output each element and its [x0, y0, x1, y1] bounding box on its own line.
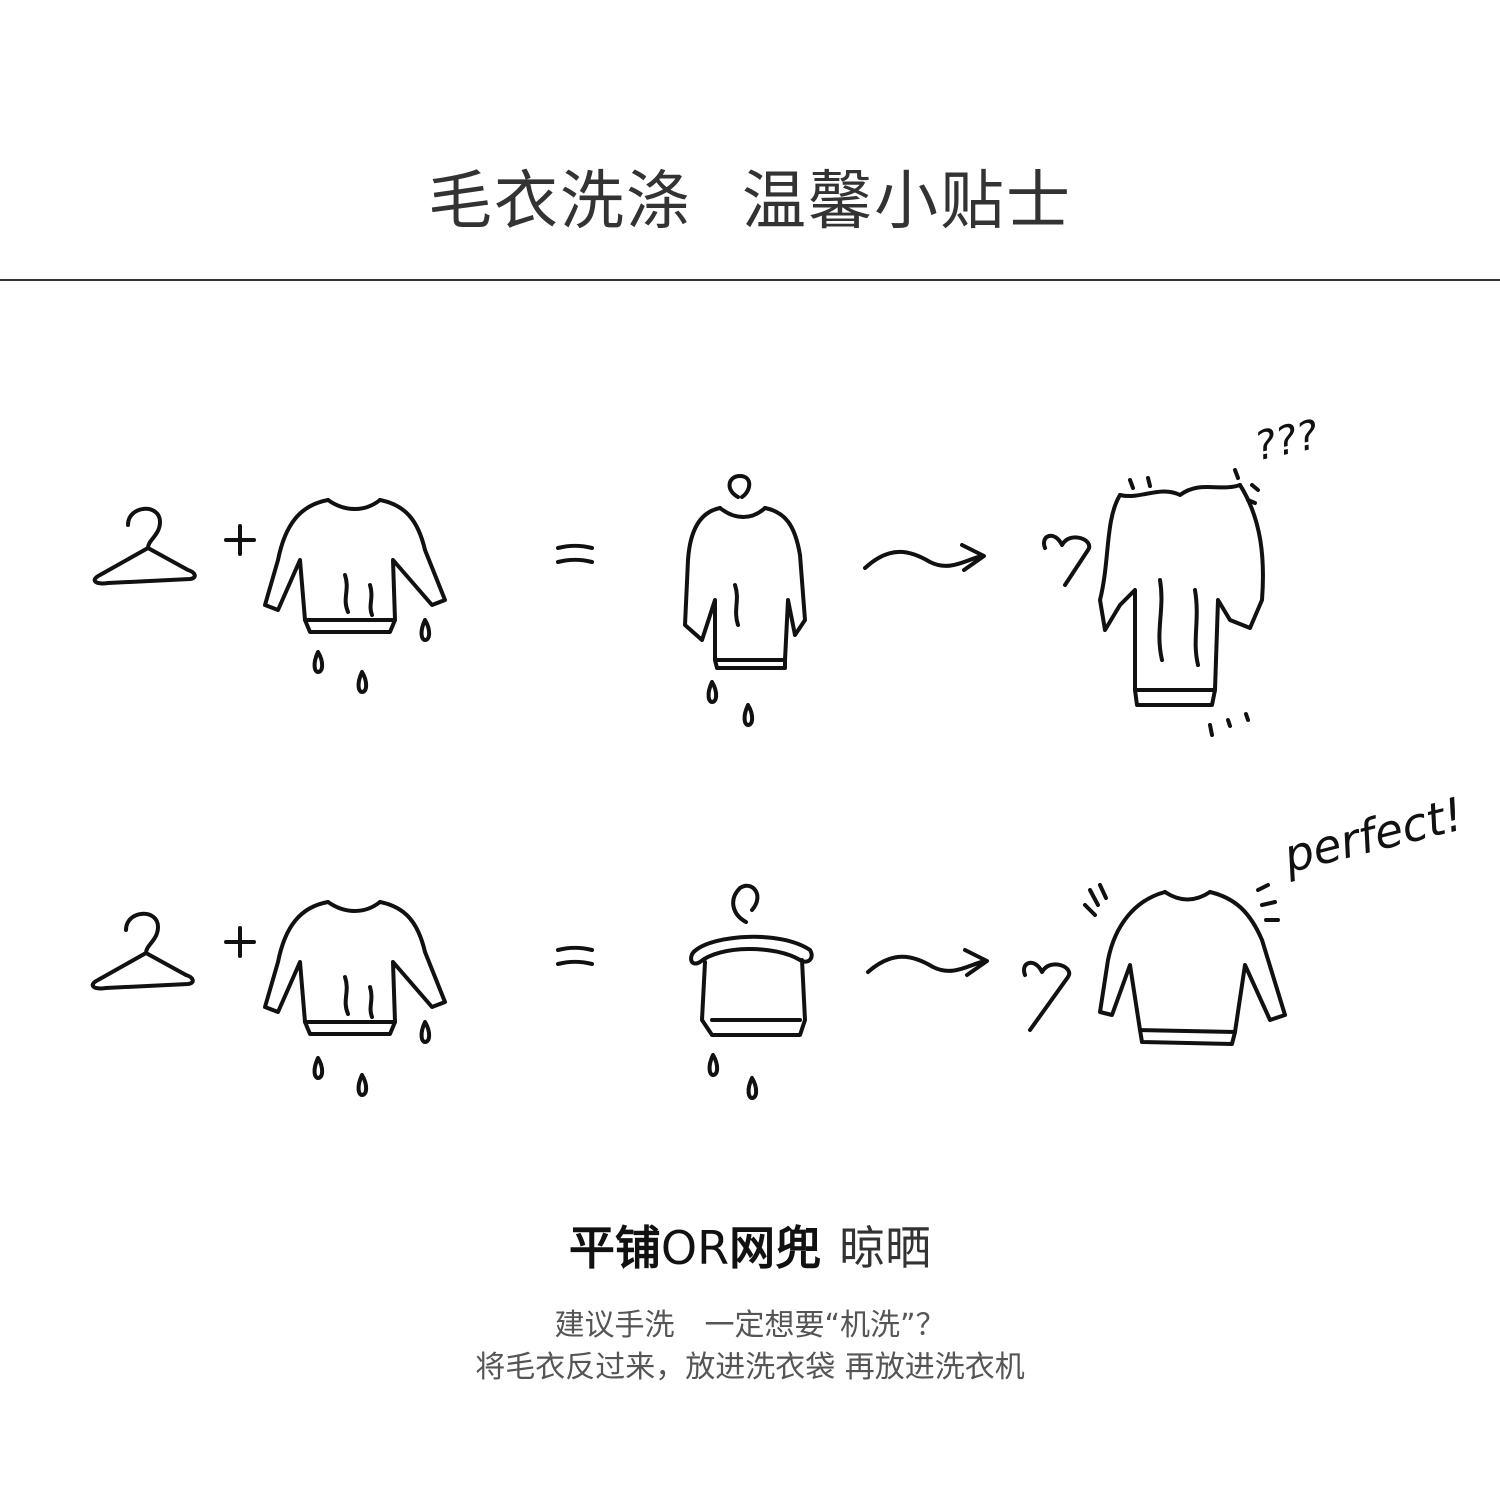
wet-sweater-icon — [263, 498, 447, 634]
arrow-icon — [866, 948, 989, 977]
title-divider — [0, 279, 1500, 281]
hanger-icon — [90, 911, 195, 991]
machinewash-text: 一定想要“机洗”？ — [704, 1308, 946, 1343]
plus-icon — [224, 926, 256, 958]
equals-icon — [556, 543, 594, 564]
title-right: 温馨小贴士 — [742, 165, 1072, 239]
instruction-line-1: 建议手洗一定想要“机洗”？ — [0, 1300, 1500, 1344]
water-drop-icon — [706, 680, 755, 727]
heading-dry: 晾晒 — [839, 1221, 932, 1275]
heading-or: OR — [660, 1221, 730, 1275]
title-left: 毛衣洗涤 — [428, 165, 692, 239]
hanger-icon — [92, 506, 197, 586]
equals-icon — [556, 945, 594, 966]
water-drop-icon — [312, 1020, 432, 1097]
heading-net: 网兜 — [729, 1221, 822, 1275]
folded-sweater-icon — [689, 883, 814, 1037]
perfect-sweater-icon — [1022, 883, 1287, 1046]
wet-sweater-icon — [263, 900, 447, 1036]
hung-sweater-icon — [683, 474, 807, 670]
plus-icon — [224, 524, 256, 556]
handwash-text: 建议手洗 — [554, 1308, 675, 1343]
arrow-icon — [863, 543, 986, 572]
instruction-line-2: 将毛衣反过来，放进洗衣袋 再放进洗衣机 — [475, 1350, 1025, 1385]
water-drop-icon — [312, 618, 432, 694]
heading-flat: 平铺 — [568, 1221, 661, 1275]
stretched-sweater-icon — [1042, 468, 1265, 737]
page-title: 毛衣洗涤温馨小贴士 — [0, 150, 1500, 242]
drying-heading: 平铺OR网兜晾晒 — [0, 1212, 1500, 1278]
water-drop-icon — [707, 1053, 759, 1100]
